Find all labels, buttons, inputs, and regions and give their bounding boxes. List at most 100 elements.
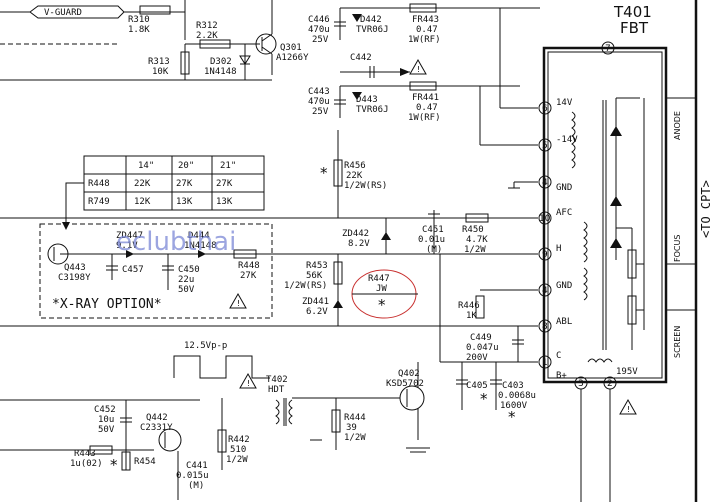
table-header-14: 14" [138, 161, 154, 171]
to-cpt-label: <TO CPT> [699, 180, 713, 238]
zd447-ref: ZD447 [116, 231, 143, 241]
svg-text:1: 1 [542, 358, 548, 368]
r443-ref: R443 [74, 449, 96, 459]
safety-star-icon: * [110, 456, 118, 474]
c452-val2: 50V [98, 425, 115, 435]
r448-ref: R448 [238, 261, 260, 271]
zd442-zener [381, 232, 391, 240]
xray-option-title: *X-RAY OPTION* [52, 297, 162, 312]
v195-label: 195V [616, 367, 638, 377]
r453-ref: R453 [306, 261, 328, 271]
zd442-ref: ZD442 [342, 229, 369, 239]
zd447-val: 9.1V [116, 241, 138, 251]
safety-star-icon: * [508, 408, 516, 426]
d302-val: 1N4148 [204, 67, 237, 77]
q443-val: C3198Y [58, 273, 91, 283]
r453-resistor [333, 261, 343, 285]
fr443-resistor [409, 3, 437, 13]
fbt-coil-upper [571, 111, 576, 169]
r448-val: 27K [240, 271, 257, 281]
c442-ref: C442 [350, 53, 372, 63]
r442-val1: 510 [230, 445, 246, 455]
c443-val1: 470u [308, 97, 330, 107]
c441-ref: C441 [186, 461, 208, 471]
c449-ref: C449 [470, 333, 492, 343]
r450-val2: 1/2W [464, 245, 486, 255]
r454-resistor [121, 451, 131, 471]
d444-val: 1N4148 [184, 241, 217, 251]
pin-8 [538, 319, 552, 333]
svg-text:9: 9 [542, 250, 548, 260]
pin-14v-label: 14V [556, 98, 573, 108]
t402-ref: T402 [266, 375, 288, 385]
d302-ref: D302 [210, 57, 232, 67]
pulse-waveform [173, 355, 270, 379]
r310-ref: R310 [128, 15, 150, 25]
svg-text:6: 6 [542, 104, 548, 114]
c441-val2: (M) [188, 481, 204, 491]
warning-triangle-icon [619, 398, 637, 415]
fbt-transformer-block: T401 FBT 7 6 14V 5 -14V 4 GND 10 AFC 9 H… [538, 3, 668, 390]
q301-ref: Q301 [280, 43, 302, 53]
svg-text:7: 7 [605, 44, 611, 54]
resistor-value-table: 14" 20" 21" R448 22K 27K 27K R749 12K 13… [83, 155, 265, 211]
r450-ref: R450 [462, 225, 484, 235]
pin-6 [538, 101, 552, 115]
r446-ref: R446 [458, 301, 480, 311]
c405-ref: C405 [466, 381, 488, 391]
warning-triangle-icon [239, 372, 257, 389]
fr441-resistor [409, 81, 437, 91]
r454-ref: R454 [134, 457, 156, 467]
t402-transformer [275, 399, 280, 425]
q402-transistor [399, 385, 425, 411]
c452-ref: C452 [94, 405, 116, 415]
r312-resistor [199, 39, 231, 49]
pin-4a [538, 175, 552, 189]
c403-val2: 1600V [500, 401, 528, 411]
r453-val2: 1/2W(RS) [284, 281, 327, 291]
r313-resistor [180, 51, 190, 75]
fbt-coil-mid [583, 221, 588, 263]
r313-val: 10K [152, 67, 169, 77]
v-guard-tag: V-GUARD [29, 5, 125, 19]
safety-star-icon: * [480, 390, 488, 408]
c450-ref: C450 [178, 265, 200, 275]
table-cell: 27K [176, 179, 193, 189]
q402-ref: Q402 [398, 369, 420, 379]
pin-abl-label: ABL [556, 317, 572, 327]
r448-resistor [233, 249, 257, 259]
d443-ref: D443 [356, 95, 378, 105]
pin-10 [538, 211, 552, 225]
fr443-val1: 0.47 [416, 25, 438, 35]
table-cell: 27K [216, 179, 233, 189]
c446-ref: C446 [308, 15, 330, 25]
fr441-val2: 1W(RF) [408, 113, 441, 123]
c457-ref: C457 [122, 265, 144, 275]
q301-transistor [255, 33, 277, 55]
pin-7 [601, 41, 615, 55]
zd442-val: 8.2V [348, 239, 370, 249]
svg-text:!: ! [236, 299, 241, 308]
svg-text:!: ! [416, 65, 421, 74]
c446-val2: 25V [312, 35, 329, 45]
q301-val: A1266Y [276, 53, 309, 63]
r447-ref: R447 [368, 274, 390, 284]
q443-ref: Q443 [64, 263, 86, 273]
t402-val: HDT [268, 385, 285, 395]
r310-val: 1.8K [128, 25, 150, 35]
q443-transistor [47, 243, 69, 265]
c403-val1: 0.0068u [498, 391, 536, 401]
pin-h-label: H [556, 244, 561, 254]
svg-text:4: 4 [542, 286, 548, 296]
svg-text:4: 4 [542, 178, 548, 188]
c446-val1: 470u [308, 25, 330, 35]
svg-text:2: 2 [607, 379, 613, 389]
svg-text:5: 5 [542, 141, 548, 151]
pin-afc-label: AFC [556, 208, 572, 218]
d444-diode [198, 250, 206, 258]
focus-label: FOCUS [673, 235, 682, 262]
ground-symbol [508, 181, 538, 189]
safety-star-icon: * [378, 296, 386, 314]
fbt-coil-primary [587, 358, 613, 363]
